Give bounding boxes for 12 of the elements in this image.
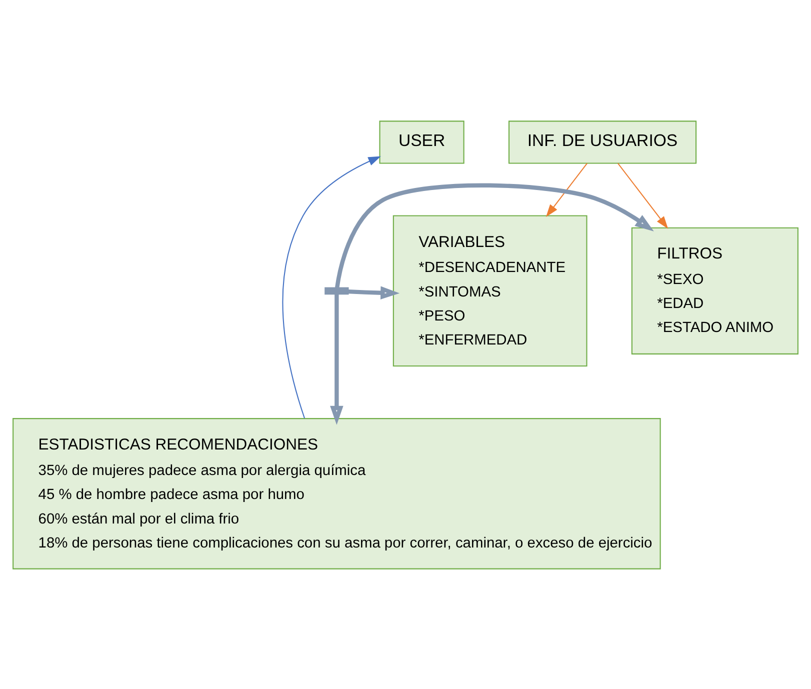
arrow xyxy=(617,162,668,228)
node-box: INF. DE USUARIOS xyxy=(508,120,697,164)
arrow xyxy=(330,294,344,424)
node-box: USER xyxy=(379,120,464,164)
arrow xyxy=(546,162,588,216)
arrow xyxy=(282,156,381,418)
node-box: FILTROS *SEXO *EDAD *ESTADO ANIMO xyxy=(631,226,798,354)
node-bar xyxy=(324,286,349,294)
node-box: VARIABLES *DESENCADENANTE *SINTOMAS *PESO *ENFERMEDAD xyxy=(392,214,588,366)
arrow xyxy=(348,286,400,299)
arrow xyxy=(335,182,654,288)
node-box: ESTADISTICAS RECOMENDACIONES 35% de mujeres padece asma por alergia química 45 % de hombre padece asma por humo 60% están mal por el clima frio 18% de personas tiene complicaciones con su asma por correr, caminar, o exceso de ejercicio xyxy=(12,418,661,569)
